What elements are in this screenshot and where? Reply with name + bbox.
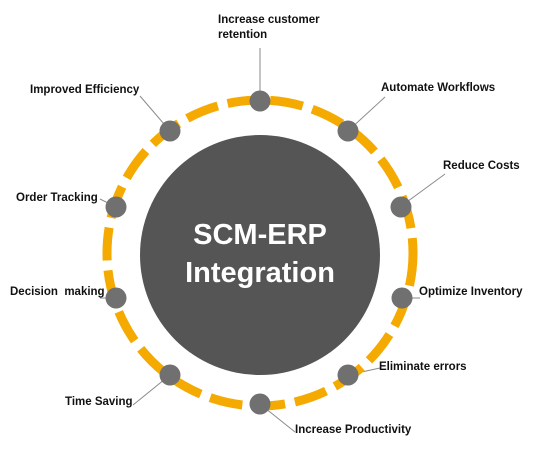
benefit-label-automate-workflows: Automate Workflows xyxy=(381,82,496,94)
benefit-label-increase-productivity: Increase Productivity xyxy=(295,424,412,436)
benefit-label-order-tracking: Order Tracking xyxy=(16,192,98,204)
benefit-label-time-saving: Time Saving xyxy=(65,396,133,408)
benefit-label-decision-making: Decision making xyxy=(10,286,105,298)
ring-node xyxy=(249,90,271,112)
ring-node xyxy=(105,196,127,218)
benefit-label-improved-efficiency: Improved Efficiency xyxy=(30,84,140,96)
ring-node xyxy=(391,287,413,309)
center-title-line1: SCM-ERP xyxy=(193,219,327,251)
benefit-label-optimize-inventory: Optimize Inventory xyxy=(419,286,523,298)
ring-node xyxy=(390,196,412,218)
benefit-label-reduce-costs: Reduce Costs xyxy=(443,160,520,172)
benefit-label-eliminate-errors: Eliminate errors xyxy=(379,361,467,373)
ring-node xyxy=(337,120,359,142)
ring-node xyxy=(105,287,127,309)
center-hub xyxy=(140,135,380,375)
benefit-label-increase-customer-retention: Increase customer retention xyxy=(218,13,320,43)
ring-node xyxy=(337,364,359,386)
ring-node xyxy=(159,364,181,386)
ring-node xyxy=(249,393,271,415)
center-title-line2: Integration xyxy=(185,257,335,289)
ring-node xyxy=(159,120,181,142)
ring-nodes xyxy=(105,90,413,415)
benefit-label-line: Increase customer xyxy=(218,14,320,26)
benefit-label-line: retention xyxy=(218,29,268,41)
